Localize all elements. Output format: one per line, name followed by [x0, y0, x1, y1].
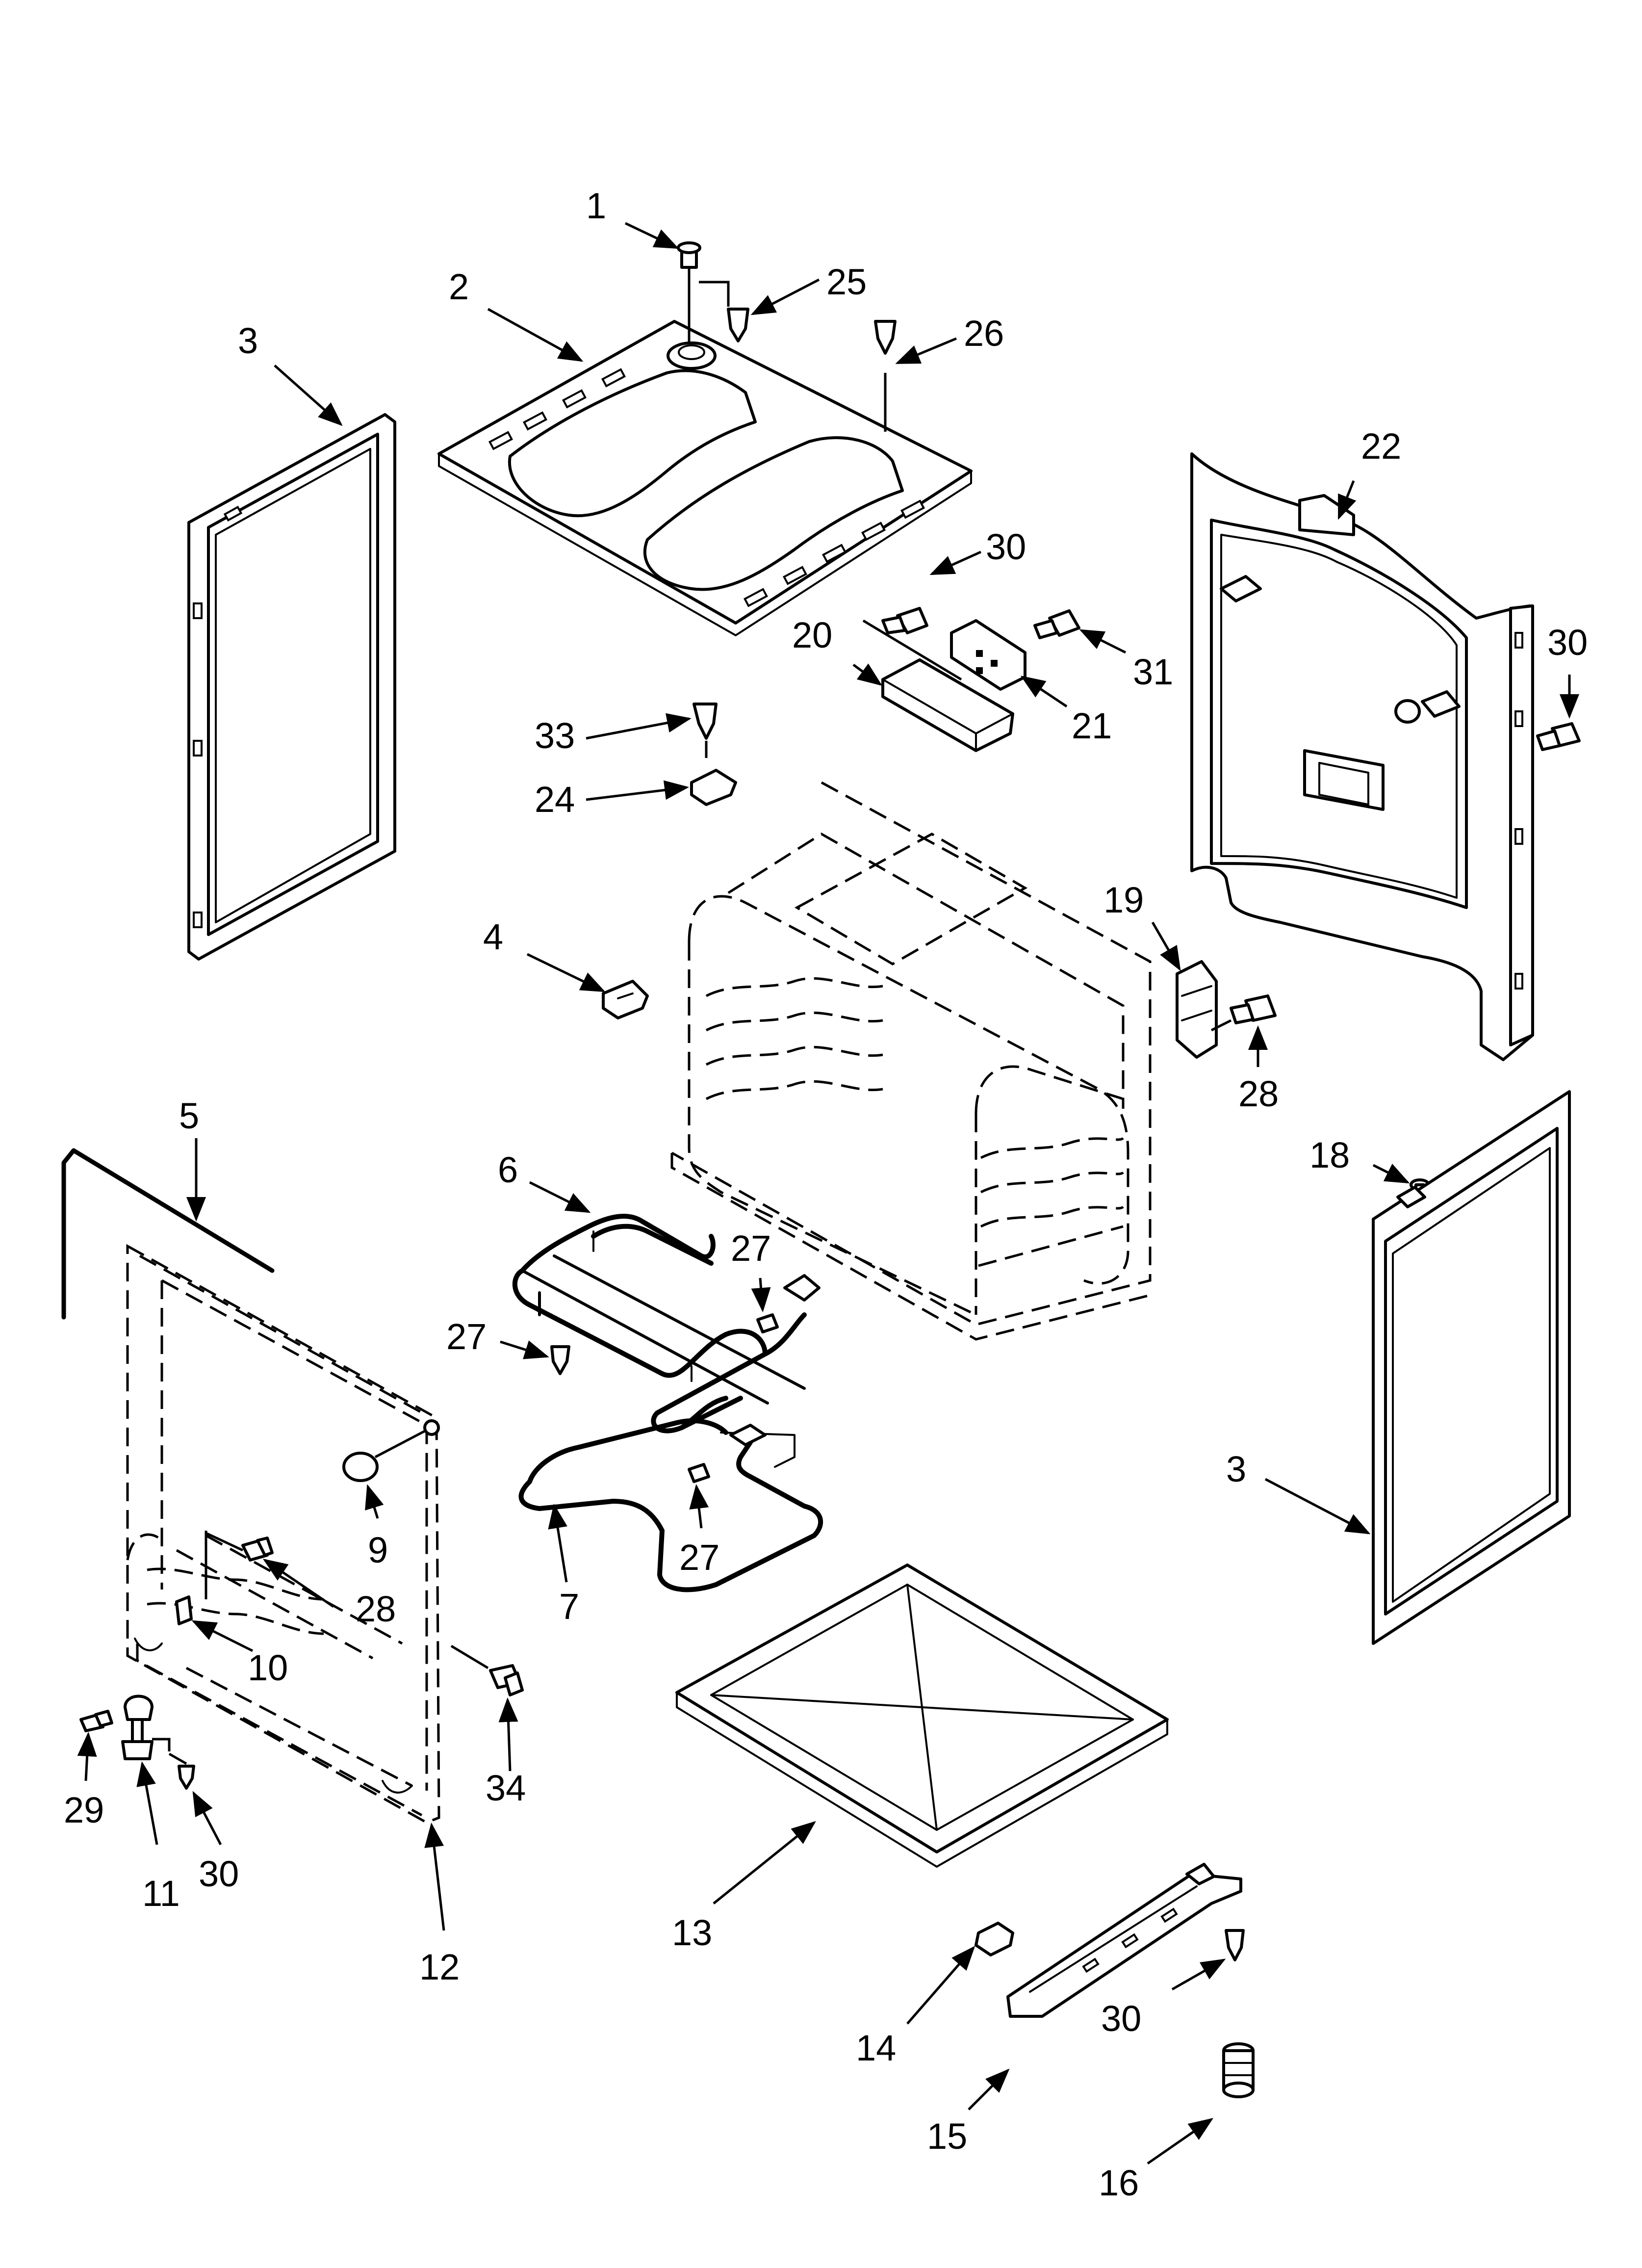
side-panel-left-part	[187, 413, 396, 961]
bottom-panel-part	[675, 1564, 1169, 1868]
callout-19: 19	[1103, 880, 1144, 920]
callout-11: 11	[142, 1873, 180, 1914]
screw-part-30-left	[168, 1752, 195, 1790]
callout-14: 14	[856, 2028, 896, 2068]
clip-part-14	[975, 1922, 1014, 1956]
screw-part-28-left	[205, 1531, 274, 1599]
heating-element-part-7	[518, 1418, 823, 1592]
screw-part-27-a	[550, 1345, 570, 1375]
callout-30-bottom: 30	[1101, 1998, 1141, 2039]
callout-33: 33	[535, 715, 575, 756]
screw-part-27-c	[688, 1463, 710, 1483]
gasket-part	[61, 1148, 275, 1320]
callout-18: 18	[1309, 1135, 1350, 1175]
clip-part-24	[690, 769, 737, 806]
callout-6: 6	[498, 1149, 518, 1190]
callout-labels: 1 25 2 26 3 22 30 20 30 31 21 33 24 19 4…	[64, 185, 1588, 2203]
callout-27-lower: 27	[679, 1537, 719, 1578]
callout-2: 2	[449, 266, 469, 307]
callout-3-right: 3	[1226, 1449, 1246, 1489]
callout-26: 26	[964, 313, 1004, 354]
pin-part	[677, 241, 701, 343]
hinge-part-11	[121, 1694, 171, 1760]
leveling-leg-part-16	[1222, 2042, 1255, 2098]
clip-part-4	[602, 980, 649, 1019]
callout-30-top: 30	[986, 526, 1026, 567]
screw-part-28-right	[1210, 994, 1277, 1032]
callout-20: 20	[792, 615, 832, 655]
callout-9: 9	[368, 1530, 388, 1570]
oven-cavity-part	[670, 781, 1152, 1341]
heating-element-part-6	[512, 1214, 821, 1434]
callout-16: 16	[1099, 2163, 1139, 2203]
callout-12: 12	[419, 1947, 460, 1987]
callout-5: 5	[179, 1095, 199, 1136]
oven-door-part	[126, 1244, 440, 1824]
callout-3-left: 3	[238, 320, 258, 361]
side-panel-right-part	[1372, 1090, 1571, 1645]
screw-part-29	[79, 1710, 113, 1732]
bracket-part-20	[862, 619, 1014, 752]
leader-arrows	[77, 222, 1579, 2165]
callout-22: 22	[1361, 426, 1401, 467]
back-panel-part	[1190, 452, 1534, 1061]
screw-part-30-top	[881, 607, 928, 634]
callout-10: 10	[248, 1647, 288, 1688]
callout-30-left: 30	[199, 1853, 239, 1894]
terminal-block-part-21	[950, 619, 1026, 691]
callout-27-left: 27	[446, 1316, 487, 1357]
callout-15: 15	[927, 2116, 967, 2157]
callout-21: 21	[1072, 705, 1112, 746]
screw-part-31	[1033, 609, 1080, 639]
screw-part-25	[699, 281, 749, 342]
top-panel-part	[437, 320, 973, 636]
callout-27-top: 27	[731, 1228, 771, 1269]
screw-part-33	[693, 703, 718, 758]
screw-part-30-right	[1536, 722, 1581, 751]
screw-part-34	[450, 1644, 524, 1696]
callout-28-right: 28	[1238, 1073, 1279, 1114]
callout-7: 7	[559, 1586, 579, 1627]
callout-34: 34	[486, 1768, 526, 1808]
callout-25: 25	[826, 261, 867, 302]
callout-31: 31	[1133, 652, 1173, 692]
rail-part-15	[1006, 1863, 1242, 2018]
callout-24: 24	[535, 779, 575, 820]
callout-13: 13	[672, 1912, 712, 1953]
callout-29: 29	[64, 1790, 104, 1830]
knob-part-9	[342, 1419, 440, 1482]
callout-30-right: 30	[1547, 622, 1588, 663]
callout-4: 4	[483, 916, 503, 957]
callout-1: 1	[586, 185, 606, 226]
screw-part-27-b	[756, 1313, 779, 1333]
screw-part-26	[874, 320, 897, 432]
screw-part-30-bottom	[1225, 1929, 1245, 1961]
bracket-part-19	[1176, 960, 1218, 1059]
hinge-part-10	[175, 1595, 193, 1625]
callout-28-left: 28	[356, 1589, 396, 1629]
